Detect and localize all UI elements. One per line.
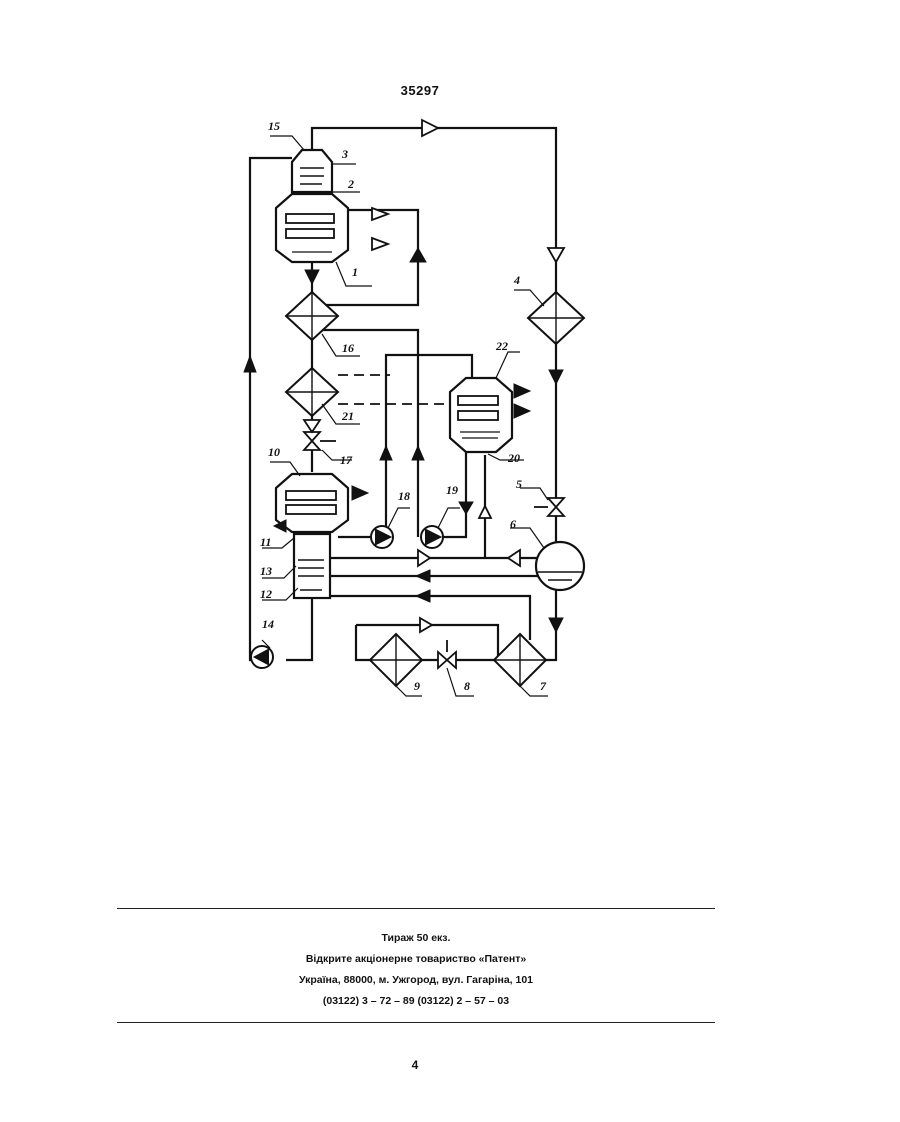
exchanger-21 bbox=[286, 368, 338, 416]
callout-4: 4 bbox=[513, 273, 520, 287]
callout-5: 5 bbox=[516, 477, 522, 491]
pipe-feed-3 bbox=[328, 596, 530, 640]
arrow-22-out-2 bbox=[514, 404, 530, 418]
pump-18 bbox=[371, 526, 393, 548]
arrow-17-open bbox=[304, 420, 320, 432]
imprint-circulation: Тираж 50 екз. bbox=[117, 928, 715, 949]
callout-15: 15 bbox=[268, 119, 280, 133]
arrow-20-open bbox=[479, 506, 491, 518]
arrow-recycle-up bbox=[410, 248, 426, 262]
arrow-loop-open bbox=[420, 618, 432, 632]
callout-10: 10 bbox=[268, 445, 280, 459]
callout-17: 17 bbox=[340, 453, 353, 467]
arrow-down-1 bbox=[305, 270, 319, 284]
callout-3: 3 bbox=[341, 147, 348, 161]
imprint-address: Україна, 88000, м. Ужгород, вул. Гагарін… bbox=[117, 970, 715, 991]
arrow-right-down bbox=[549, 370, 563, 384]
arrow-feed-2 bbox=[416, 570, 430, 582]
imprint-publisher: Відкрите акціонерне товариство «Патент» bbox=[117, 949, 715, 970]
imprint-block: Тираж 50 екз. Відкрите акціонерне товари… bbox=[117, 928, 715, 1012]
arrow-feed-3 bbox=[416, 590, 430, 602]
callout-22: 22 bbox=[495, 339, 508, 353]
imprint-top-rule bbox=[117, 908, 715, 909]
arrow-10-out bbox=[352, 486, 368, 500]
pump-14 bbox=[251, 646, 273, 668]
separator-6 bbox=[536, 542, 584, 590]
imprint-bottom-rule bbox=[117, 1022, 715, 1023]
arrow-feed-open-2 bbox=[508, 550, 520, 566]
arrow-19-down bbox=[459, 502, 473, 514]
vessel-10 bbox=[276, 474, 348, 532]
pipe-column-out bbox=[286, 598, 312, 660]
callout-16: 16 bbox=[342, 341, 354, 355]
arrow-right-down-2 bbox=[549, 618, 563, 632]
arrow-left-up bbox=[244, 356, 256, 372]
callout-12: 12 bbox=[260, 587, 272, 601]
valve-8 bbox=[438, 640, 456, 668]
callout-8: 8 bbox=[464, 679, 470, 693]
callout-7: 7 bbox=[540, 679, 547, 693]
pump-19 bbox=[421, 526, 443, 548]
vessel-3 bbox=[292, 150, 332, 192]
callout-2: 2 bbox=[347, 177, 354, 191]
valve-5 bbox=[534, 498, 564, 516]
exchanger-4 bbox=[528, 292, 584, 344]
arrow-right-open bbox=[548, 248, 564, 262]
valve-17 bbox=[304, 432, 336, 450]
arrow-up-19 bbox=[412, 446, 424, 460]
pipe-pump-18 bbox=[338, 355, 472, 537]
callout-21: 21 bbox=[341, 409, 354, 423]
arrow-out-2-open bbox=[372, 238, 388, 250]
exchanger-16 bbox=[286, 292, 338, 340]
callout-9: 9 bbox=[414, 679, 420, 693]
callout-20: 20 bbox=[507, 451, 520, 465]
callout-11: 11 bbox=[260, 535, 271, 549]
callout-1: 1 bbox=[352, 265, 358, 279]
arrow-22-out-1 bbox=[514, 384, 530, 398]
process-flow-diagram: 15 3 2 1 4 16 21 22 10 17 18 19 20 5 6 1… bbox=[0, 0, 900, 760]
arrow-top-open bbox=[422, 120, 438, 136]
callout-13: 13 bbox=[260, 564, 272, 578]
callout-19: 19 bbox=[446, 483, 458, 497]
callout-6: 6 bbox=[510, 517, 516, 531]
callout-18: 18 bbox=[398, 489, 410, 503]
page-number: 4 bbox=[0, 1058, 830, 1072]
vessel-22 bbox=[450, 378, 512, 452]
arrow-feed-open bbox=[418, 550, 430, 566]
exchanger-7 bbox=[494, 634, 546, 686]
vessel-1 bbox=[276, 194, 348, 262]
arrow-up-18 bbox=[380, 446, 392, 460]
callout-14: 14 bbox=[262, 617, 274, 631]
column-12 bbox=[294, 534, 330, 598]
imprint-phones: (03122) 3 – 72 – 89 (03122) 2 – 57 – 03 bbox=[117, 991, 715, 1012]
